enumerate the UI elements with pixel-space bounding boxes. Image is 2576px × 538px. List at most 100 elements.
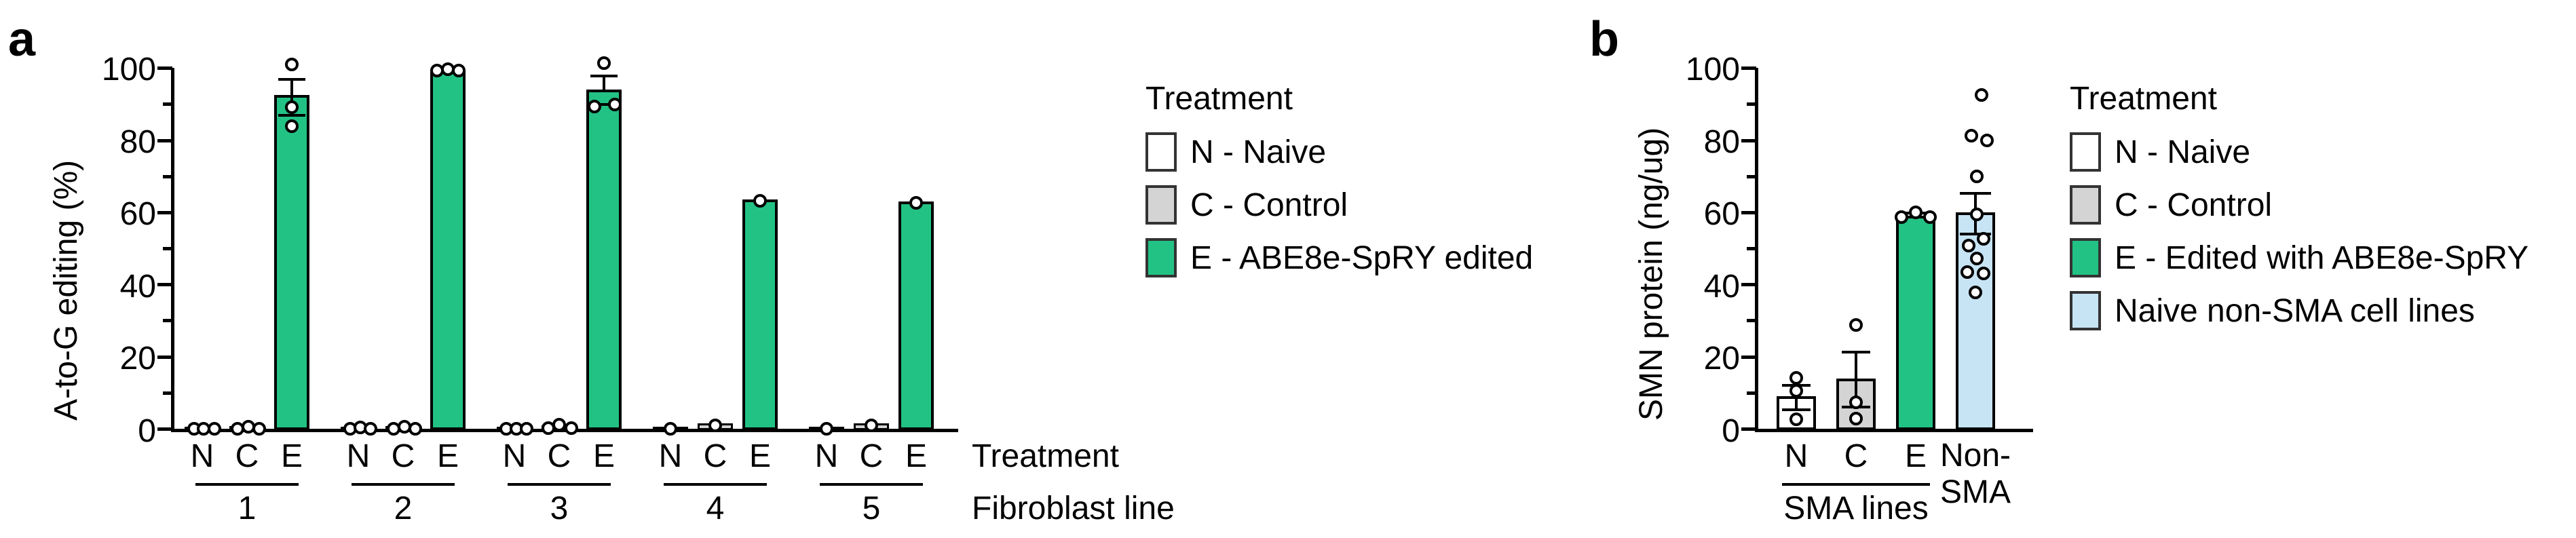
panel-b-ytick-40: 40 (1703, 269, 1740, 305)
panel-a-tick-major-40 (157, 283, 172, 286)
panel-a-side-label-fibroblast-line: Fibroblast line (972, 491, 1175, 526)
panel-b-ytick-60: 60 (1703, 196, 1740, 232)
panel-a-catlabel-g2-C: C (391, 438, 415, 474)
panel-b-err-cap-bot-nonsma (1960, 233, 1991, 235)
panel-a-err-stem-g1-E (290, 78, 293, 97)
panel-a-point-g3-C-3 (565, 421, 578, 435)
panel-a-catlabel-g4-E: E (749, 438, 771, 474)
panel-b-ytick-100: 100 (1685, 52, 1740, 88)
legend-swatch-nonsma-icon (2070, 291, 2101, 330)
panel-b-point-nonsma-9 (1961, 265, 1974, 279)
panel-a-point-g3-E-1 (597, 56, 611, 70)
panel-b-err-cap-top-nonsma (1960, 192, 1991, 195)
panel-b-point-nonsma-10 (1977, 267, 1990, 280)
panel-letter-a: a (8, 12, 35, 66)
panel-b-point-nonsma-11 (1969, 286, 1982, 299)
panel-b-err-stem-top-C (1855, 351, 1857, 381)
panel-b-legend-title: Treatment (2070, 81, 2217, 117)
panel-b-point-C-3 (1849, 412, 1863, 425)
panel-b-point-nonsma-1 (1975, 88, 1988, 102)
panel-b-tick-minor-70 (1747, 175, 1756, 178)
panel-b-legend-label-nonsma: Naive non-SMA cell lines (2115, 292, 2475, 329)
legend-swatch-edited-b-icon (2070, 238, 2101, 277)
legend-swatch-edited-icon (1145, 238, 1177, 277)
panel-b-point-nonsma-4 (1970, 170, 1984, 183)
panel-b-legend-item-naive[interactable]: N - Naive (2070, 132, 2528, 172)
panel-a-tick-major-100 (157, 66, 172, 70)
panel-a-err-cap-top-g1-E (278, 78, 305, 81)
panel-b-legend-item-control[interactable]: C - Control (2070, 185, 2528, 225)
panel-a-point-g3-E-3 (608, 98, 622, 111)
panel-a-point-g3-C-2 (552, 418, 566, 431)
panel-b-point-nonsma-6 (1977, 232, 1990, 246)
panel-a-err-cap-bot-g1-E (278, 114, 305, 117)
panel-b-point-C-1 (1849, 318, 1863, 332)
panel-a-point-g2-C-3 (409, 422, 422, 436)
panel-a-point-g1-E-1 (285, 58, 299, 71)
panel-a-bar-g5-E (898, 201, 934, 430)
panel-b-legend-item-edited[interactable]: E - Edited with ABE8e-SpRY (2070, 238, 2528, 277)
panel-a-point-g3-E-2 (588, 100, 601, 113)
panel-a-side-label-treatment: Treatment (972, 438, 1119, 474)
panel-a-bar-g1-E (274, 95, 309, 430)
panel-a-err-cap-top-g3-E (590, 75, 618, 77)
panel-a-catlabel-g3-E: E (592, 438, 615, 474)
panel-a-legend-label-naive: N - Naive (1190, 134, 1327, 170)
panel-letter-b: b (1589, 12, 1619, 66)
panel-a-ytick-20: 20 (119, 341, 156, 377)
panel-a-catlabel-g2-E: E (436, 438, 459, 474)
panel-b-tick-major-80 (1741, 139, 1756, 142)
panel-a-point-g2-E-3 (452, 64, 466, 77)
panel-a-group-label-2: 2 (394, 491, 413, 526)
panel-a-catlabel-g4-C: C (703, 438, 727, 474)
panel-b-legend-label-control: C - Control (2115, 187, 2273, 223)
panel-a-group-label-4: 4 (706, 491, 725, 526)
panel-b-err-cap-bot-N (1782, 408, 1811, 411)
panel-a-tick-major-0 (157, 427, 172, 431)
panel-a-tick-minor-30 (163, 319, 172, 322)
panel-b-point-nonsma-3 (1980, 134, 1994, 147)
panel-a-legend-label-control: C - Control (1190, 187, 1348, 223)
panel-b-tick-minor-50 (1747, 247, 1756, 250)
panel-a-legend-item-control[interactable]: C - Control (1145, 185, 1533, 225)
panel-b-point-E-1 (1895, 210, 1908, 224)
panel-b-x-axis-line (1755, 429, 2033, 432)
panel-b-group-bracket-sma (1782, 483, 1930, 486)
panel-a-bar-g2-E (430, 71, 466, 430)
panel-b-tick-major-0 (1741, 427, 1756, 431)
legend-swatch-naive-icon (1145, 132, 1177, 172)
panel-b-catlabel-C: C (1844, 438, 1868, 474)
panel-a-group-bracket-3 (508, 483, 611, 486)
panel-b-y-axis-line (1755, 68, 1758, 431)
panel-a-err-cap-bot-g3-E (590, 103, 618, 106)
panel-b-tick-major-100 (1741, 66, 1756, 70)
panel-b-bar-E (1896, 216, 1935, 430)
panel-b-catlabel-E: E (1904, 438, 1927, 474)
panel-a-catlabel-g3-C: C (547, 438, 571, 474)
panel-a-group-bracket-5 (820, 483, 923, 486)
panel-a-ytick-60: 60 (119, 196, 156, 232)
panel-b-point-nonsma-2 (1965, 129, 1978, 142)
panel-a-catlabel-g3-N: N (502, 438, 527, 474)
panel-a-legend: Treatment N - Naive C - Control E - ABE8… (1145, 80, 1533, 291)
panel-a-legend-item-naive[interactable]: N - Naive (1145, 132, 1533, 172)
panel-a-point-g1-N-3 (208, 422, 221, 436)
panel-a-point-g1-C-3 (252, 422, 266, 436)
legend-swatch-control-icon (1145, 185, 1177, 225)
panel-b-err-stem-bot-C (1855, 379, 1857, 408)
panel-a-y-axis-line (171, 68, 174, 431)
panel-b-err-cap-top-C (1842, 351, 1870, 353)
panel-a-group-bracket-1 (195, 483, 299, 486)
panel-b-legend-label-edited: E - Edited with ABE8e-SpRY (2115, 239, 2529, 276)
panel-b-err-stem-bot-nonsma (1974, 212, 1977, 235)
panel-a-legend-item-edited[interactable]: E - ABE8e-SpRY edited (1145, 238, 1533, 277)
panel-a-ytick-80: 80 (119, 124, 156, 160)
panel-b-legend-item-nonsma[interactable]: Naive non-SMA cell lines (2070, 291, 2528, 330)
panel-a-legend-title: Treatment (1145, 81, 1293, 117)
panel-a-tick-minor-50 (163, 247, 172, 250)
panel-b-err-stem-top-nonsma (1974, 192, 1977, 215)
panel-a-catlabel-g5-C: C (859, 438, 884, 474)
panel-a-bar-g4-E (742, 199, 778, 430)
panel-b-tick-major-20 (1741, 356, 1756, 359)
legend-swatch-control-b-icon (2070, 185, 2101, 225)
